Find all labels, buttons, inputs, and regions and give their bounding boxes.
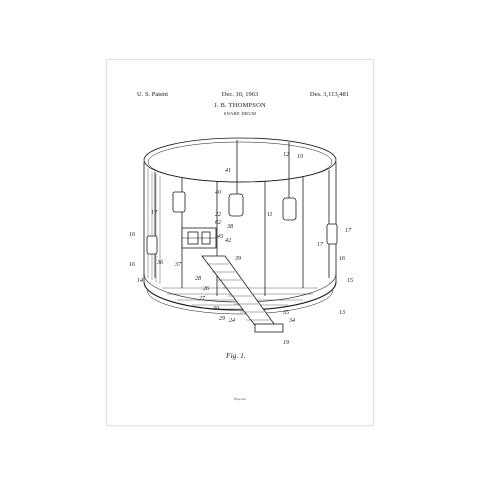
callout-label: 14 [137,277,143,284]
figure-label: Fig. 1. [226,351,246,360]
callout-label: 15 [347,278,353,284]
patent-number: Des. 3,113,481 [309,91,349,98]
tension-rods [154,140,330,296]
callout-label: 26 [203,286,209,292]
snare-drum-drawing: 12 10 11 41 40 22 62 43 38 17 17 17 16 1… [129,137,353,346]
callout-label: 12 [283,152,289,158]
callout-label: 30 [212,306,219,312]
callout-label: 39 [234,256,241,262]
patent-poster: U. S. Patent Dec. 10, 1963 Des. 3,113,48… [107,60,373,425]
callout-label: 36 [156,260,163,266]
drum-lugs [146,191,338,255]
callout-label: 13 [339,310,345,316]
patent-subject: SNARE DRUM [223,111,257,116]
patent-date: Dec. 10, 1963 [221,91,259,98]
patent-country-label: U. S. Patent [137,91,169,98]
callout-label: 10 [297,154,303,160]
callout-label: 34 [288,317,295,324]
drum-bottom-edge [146,289,334,315]
drum-top-rim-inner [147,141,333,183]
drum-top-rim [143,137,337,183]
callout-label: 27 [199,296,206,302]
callout-label: 43 [217,233,223,240]
callout-label: 22 [215,212,221,218]
snare-plate [201,255,284,333]
callout-label: 11 [267,212,273,218]
shell-left-shading [147,168,161,284]
callout-label: 17 [345,228,352,234]
callout-label: 17 [151,210,158,216]
callout-label: 16 [339,256,345,262]
callout-label: 19 [283,340,289,346]
callout-label: 35 [282,310,289,316]
callout-label: 16 [129,232,135,238]
callout-label: 28 [195,276,201,282]
callout-label: 42 [225,237,231,244]
callout-label: 41 [225,167,231,174]
callout-label: 24 [229,317,235,324]
callout-label: 40 [215,189,221,196]
callout-label: 62 [215,220,221,226]
brand-mark: Bsposits [234,397,246,401]
callout-numbers: 12 10 11 41 40 22 62 43 38 17 17 17 16 1… [129,152,353,346]
snare-strainer [181,227,217,249]
callout-label: 38 [226,224,233,230]
callout-label: 37 [174,262,182,268]
callout-label: 29 [219,316,225,322]
callout-label: 16 [129,262,135,268]
drum-bottom-hoop [143,281,337,311]
inventor-name: J. B. THOMPSON [214,102,266,109]
callout-label: 17 [317,242,324,248]
